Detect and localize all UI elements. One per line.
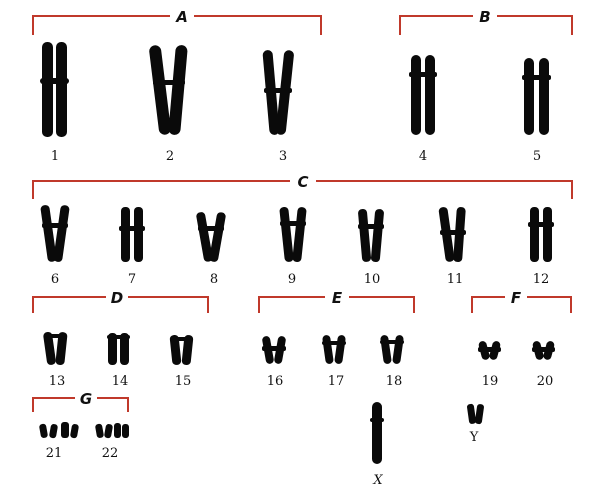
chromosome-number: 21 xyxy=(46,446,63,461)
chromosome-pair-19 xyxy=(478,340,501,360)
chromosome-pair-22 xyxy=(95,423,129,439)
chromosome-pair-7 xyxy=(119,207,145,262)
chromosome-number: 19 xyxy=(482,374,499,389)
group-b-label: B xyxy=(479,8,490,26)
group-c-bracket: C xyxy=(33,173,572,199)
chromosome-pair-15 xyxy=(169,335,193,366)
chromosome-number: 22 xyxy=(102,446,119,461)
group-f-label: F xyxy=(511,289,522,307)
chromosome-pair-1 xyxy=(40,42,69,137)
chromosome-number: 8 xyxy=(210,272,218,287)
chromosome-number: 5 xyxy=(533,149,541,164)
chromosome-pair-17 xyxy=(322,335,346,365)
chromosome-number: 7 xyxy=(128,272,136,287)
chromosome-pair-8 xyxy=(196,212,227,263)
chromosome-pair-20 xyxy=(532,340,555,360)
chromosome-number: 12 xyxy=(533,272,550,287)
chromosome-pair-5 xyxy=(522,58,551,135)
chromosome-pair-3 xyxy=(262,50,294,136)
group-g-bracket: G xyxy=(33,390,128,412)
group-c-label: C xyxy=(297,173,308,191)
chromosome-x xyxy=(370,402,384,464)
chromosome-number: 4 xyxy=(419,149,427,164)
chromosome-pair-12 xyxy=(528,207,554,262)
group-g-label: G xyxy=(80,390,92,408)
chromosome-number: 1 xyxy=(51,149,59,164)
chromosome-pair-16 xyxy=(262,336,287,365)
chromosome-number: 2 xyxy=(166,149,174,164)
sex-chromosome-y-label: Y xyxy=(469,430,479,445)
chromosome-pair-21 xyxy=(39,422,79,439)
chromosome-pair-10 xyxy=(358,209,384,263)
group-f-bracket: F xyxy=(472,289,571,313)
group-a-bracket: A xyxy=(33,8,321,35)
chromosome-pair-11 xyxy=(438,207,466,263)
chromosome-number: 14 xyxy=(112,374,129,389)
group-b-bracket: B xyxy=(400,8,572,35)
group-e-bracket: E xyxy=(259,289,414,313)
chromosome-pair-18 xyxy=(380,335,404,365)
chromosome-y xyxy=(467,404,485,425)
chromosome-number: 9 xyxy=(288,272,296,287)
chromosome-number: 17 xyxy=(328,374,345,389)
chromosome-number: 11 xyxy=(447,272,464,287)
chromosome-pair-13 xyxy=(43,331,68,365)
chromosome-number: 15 xyxy=(175,374,192,389)
chromosome-pair-4 xyxy=(409,55,437,135)
group-a-label: A xyxy=(175,8,188,26)
chromosome-pair-6 xyxy=(40,205,70,263)
chromosome-number: 20 xyxy=(537,374,554,389)
chromosome-number: 6 xyxy=(51,272,59,287)
chromosome-number: 10 xyxy=(364,272,381,287)
chromosome-number: 16 xyxy=(267,374,284,389)
chromosome-number: 3 xyxy=(279,149,287,164)
group-d-bracket: D xyxy=(33,289,208,313)
group-d-label: D xyxy=(111,289,123,307)
chromosome-pair-9 xyxy=(279,207,307,263)
chromosome-number: 18 xyxy=(386,374,403,389)
chromosome-pair-2 xyxy=(149,45,188,136)
sex-chromosome-x-label: X xyxy=(372,473,383,488)
group-e-label: E xyxy=(332,289,343,307)
chromosome-number: 13 xyxy=(49,374,66,389)
chromosome-pair-14 xyxy=(107,333,130,365)
